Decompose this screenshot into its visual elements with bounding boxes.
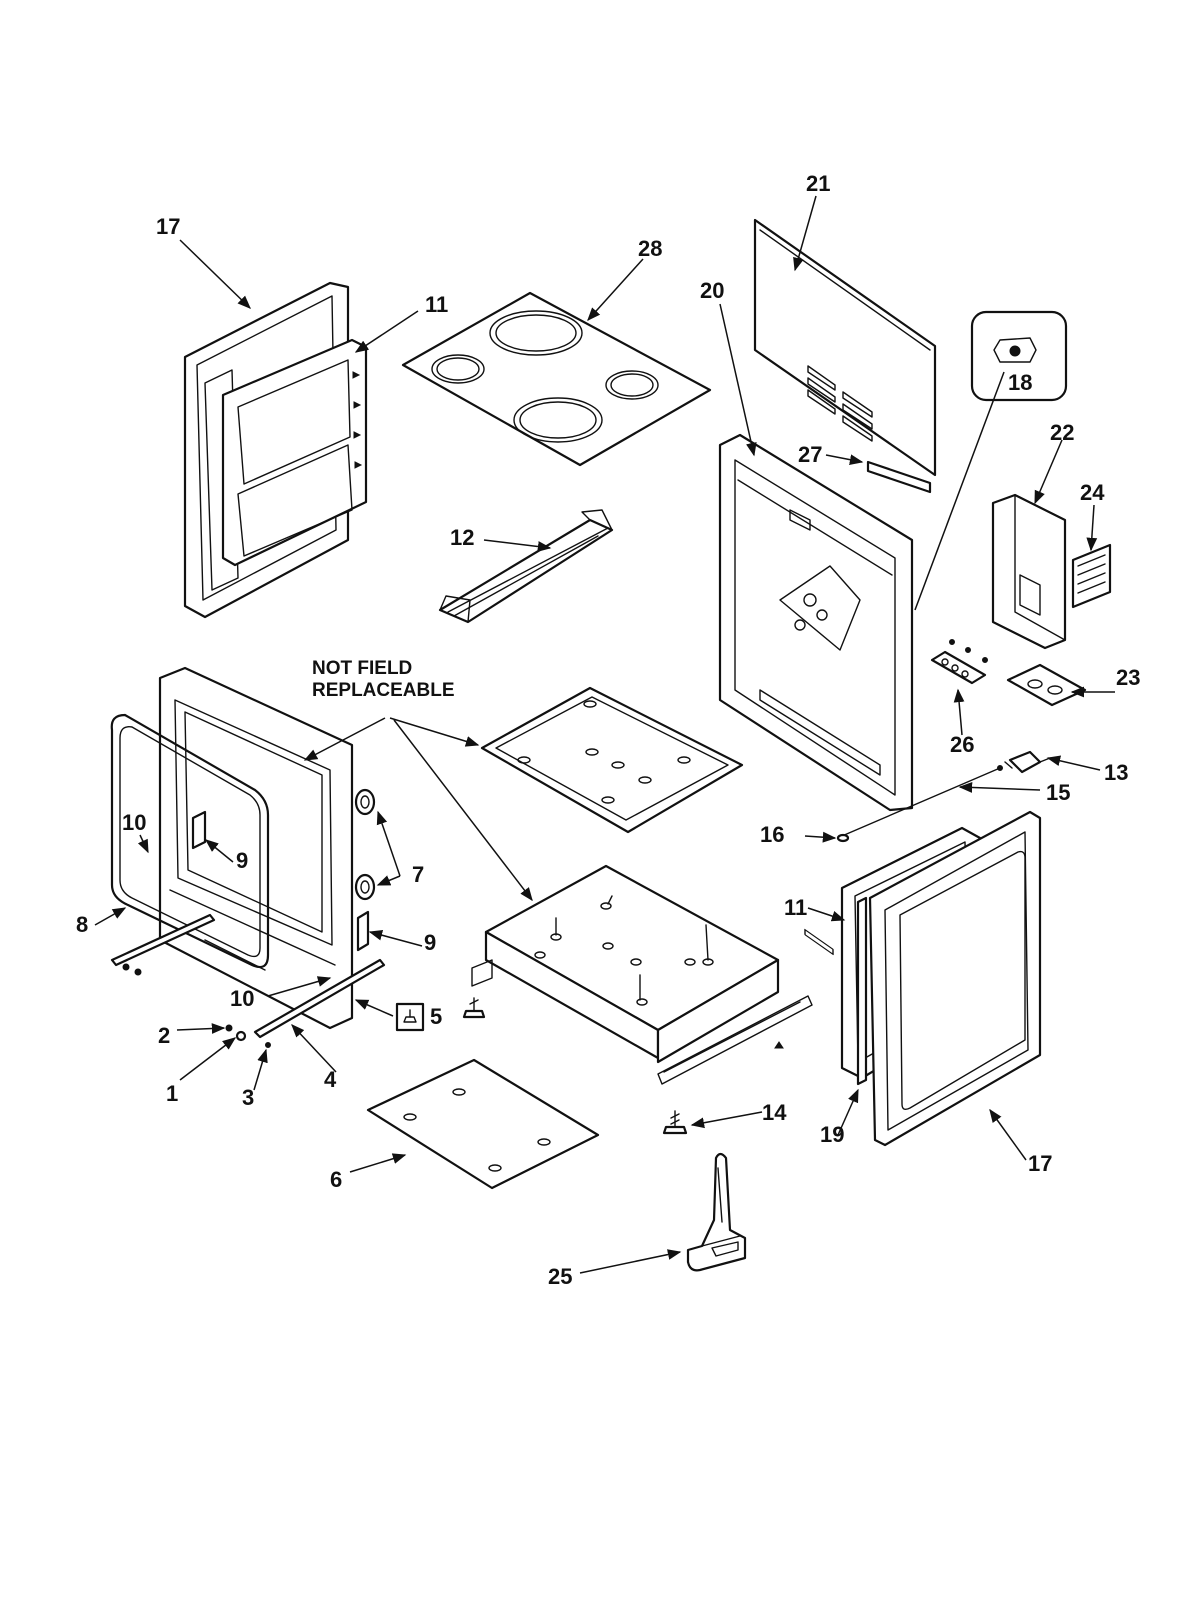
hinge-upper-part[interactable] <box>191 810 207 850</box>
note-line-2: REPLACEABLE <box>312 680 455 701</box>
callout-17-upper: 17 <box>156 214 180 239</box>
callout-26: 26 <box>950 732 974 757</box>
bottom-hinge-bracket-part[interactable] <box>110 913 266 976</box>
callout-15: 15 <box>1046 780 1070 805</box>
callout-5: 5 <box>430 1004 442 1029</box>
bottom-access-panel-part[interactable] <box>366 1058 600 1190</box>
terminal-block-part[interactable] <box>930 639 988 685</box>
callout-19: 19 <box>820 1122 844 1147</box>
callout-22: 22 <box>1050 420 1074 445</box>
right-side-panel-part[interactable] <box>868 810 1042 1147</box>
back-frame-part[interactable] <box>718 433 914 812</box>
leader-lines <box>94 195 1115 1274</box>
oven-front-frame-part[interactable] <box>158 666 354 1030</box>
note-line-1: NOT FIELD <box>312 658 412 679</box>
callout-21: 21 <box>806 171 830 196</box>
callout-10-upper: 10 <box>122 810 146 835</box>
leveling-leg-left-part[interactable] <box>462 997 486 1019</box>
junction-box-part[interactable] <box>991 493 1067 650</box>
callout-9-upper: 9 <box>236 848 248 873</box>
callout-17-right: 17 <box>1028 1151 1052 1176</box>
hinge-lower-part[interactable] <box>356 910 370 952</box>
fastener-2-part[interactable] <box>225 1024 233 1032</box>
left-side-insulation-part[interactable] <box>221 338 368 567</box>
rod-clip-part[interactable] <box>836 833 850 843</box>
side-panel-spacer-part[interactable] <box>856 896 868 1086</box>
callout-11-right: 11 <box>784 895 807 920</box>
rear-panel-part[interactable] <box>753 218 937 956</box>
thermal-switch-part[interactable] <box>970 310 1068 402</box>
leveling-leg-part[interactable] <box>662 1110 688 1135</box>
fastener-1-part[interactable] <box>235 1030 247 1042</box>
callout-27: 27 <box>798 442 822 467</box>
leveling-leg-inset-part[interactable] <box>395 1002 425 1032</box>
callout-11-upper: 11 <box>425 292 448 317</box>
callout-14: 14 <box>762 1100 787 1125</box>
callout-25: 25 <box>548 1264 572 1289</box>
bumper-upper-part[interactable] <box>354 788 376 816</box>
vent-grille-part[interactable] <box>1071 543 1112 609</box>
callout-1: 1 <box>166 1081 178 1106</box>
sensor-rod-part[interactable] <box>841 765 1003 837</box>
callout-13: 13 <box>1104 760 1128 785</box>
bumper-lower-part[interactable] <box>354 873 376 901</box>
callout-9-lower: 9 <box>424 930 436 955</box>
cooktop-glass-part[interactable] <box>401 291 712 467</box>
door-gasket-part[interactable] <box>110 713 270 969</box>
callout-8: 8 <box>76 912 88 937</box>
oven-sensor-part[interactable] <box>1004 750 1051 774</box>
anti-tip-bracket-part[interactable] <box>686 1152 747 1272</box>
callout-24: 24 <box>1080 480 1105 505</box>
callout-2: 2 <box>158 1023 170 1048</box>
oven-bottom-liner-part[interactable] <box>480 686 744 834</box>
callout-23: 23 <box>1116 665 1140 690</box>
callout-7: 7 <box>412 862 424 887</box>
callout-3: 3 <box>242 1085 254 1110</box>
callout-20: 20 <box>700 278 724 303</box>
range-base-pan-part[interactable] <box>471 864 813 1085</box>
frame-support-rail-part[interactable] <box>253 958 386 1039</box>
callout-12: 12 <box>450 525 474 550</box>
terminal-cover-plate-part[interactable] <box>1006 663 1087 707</box>
callout-18: 18 <box>1008 370 1032 395</box>
rear-panel-strip-part[interactable] <box>866 460 932 494</box>
callout-16: 16 <box>760 822 784 847</box>
fastener-3-part[interactable] <box>265 1042 271 1048</box>
callout-4: 4 <box>324 1067 337 1092</box>
callout-6: 6 <box>330 1167 342 1192</box>
callout-28: 28 <box>638 236 662 261</box>
callout-10-lower: 10 <box>230 986 254 1011</box>
